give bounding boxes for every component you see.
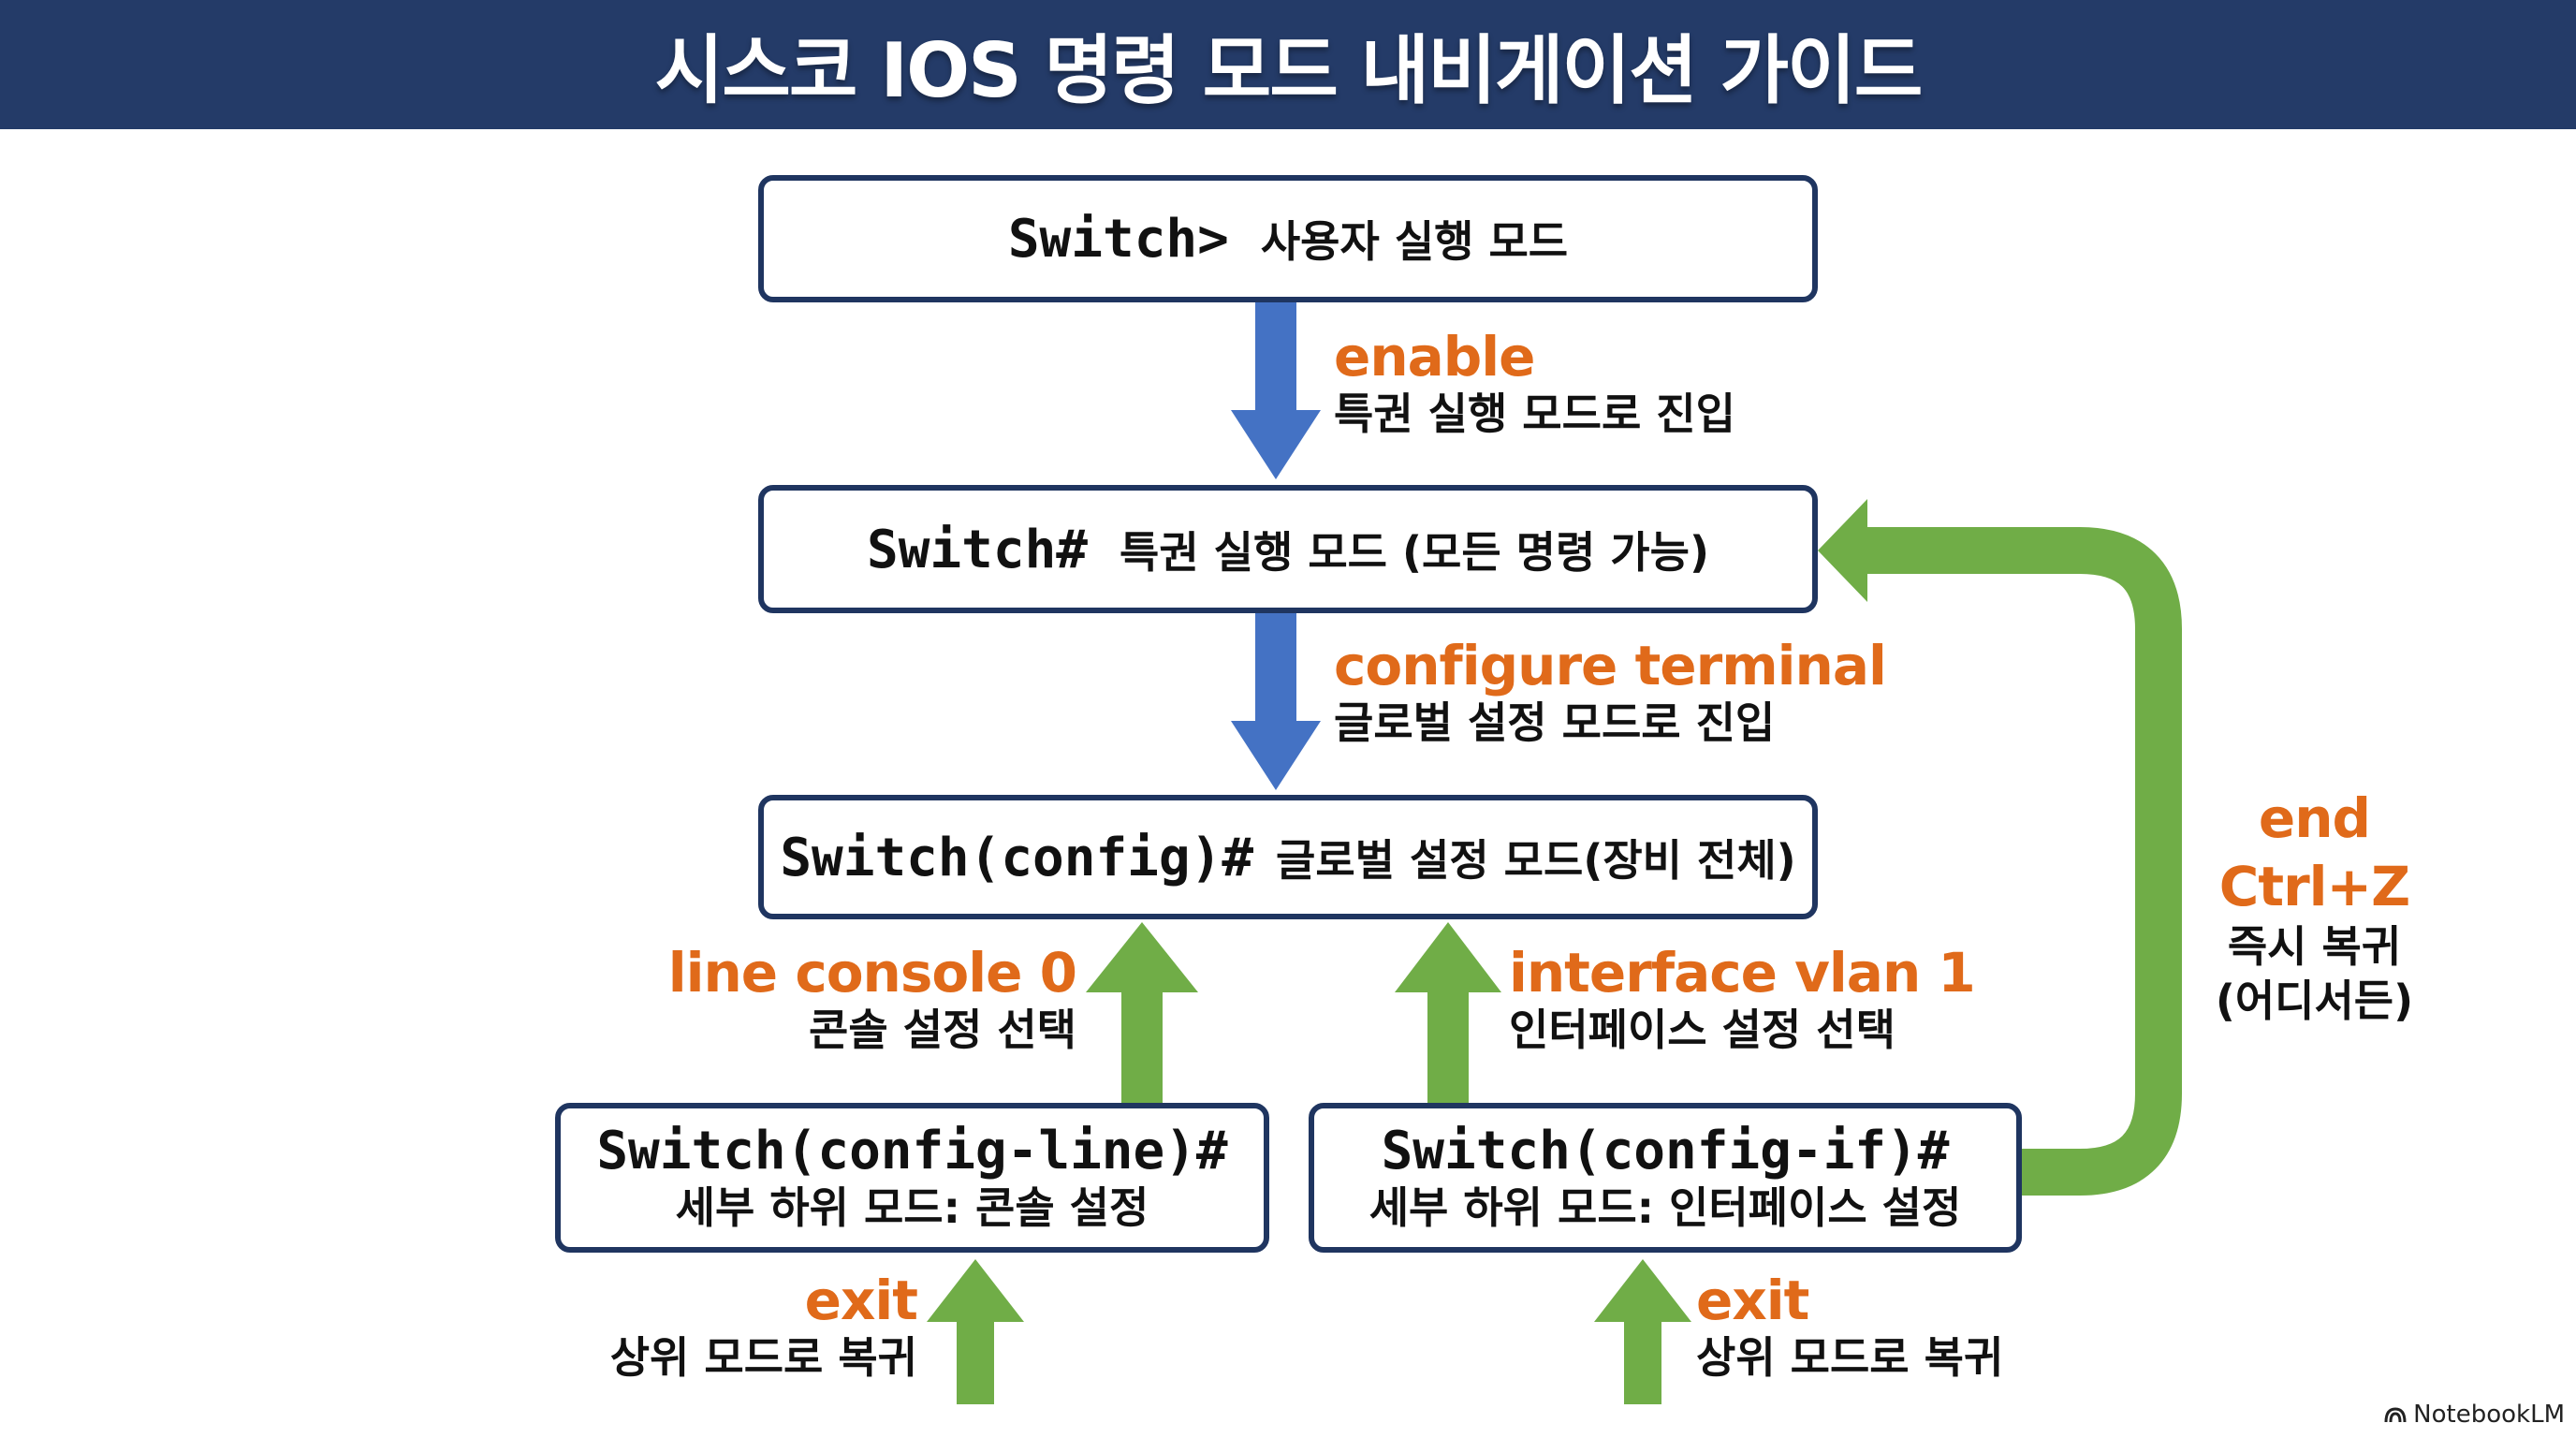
mode-label-config-line: 세부 하위 모드: 콘솔 설정 — [675, 1181, 1149, 1233]
branding: NotebookLM — [2383, 1401, 2565, 1429]
mode-box-global-config: Switch(config)# 글로벌 설정 모드(장비 전체) — [758, 795, 1818, 919]
mode-label-user-exec: 사용자 실행 모드 — [1260, 216, 1569, 267]
command-configure-terminal: configure terminal — [1334, 634, 1887, 697]
command-interface-vlan: interface vlan 1 — [1509, 941, 1976, 1005]
desc-enable: 특권 실행 모드로 진입 — [1334, 388, 1735, 439]
transition-interface-vlan: interface vlan 1 인터페이스 설정 선택 — [1509, 941, 1976, 1057]
mode-label-config-if: 세부 하위 모드: 인터페이스 설정 — [1368, 1181, 1962, 1233]
mode-label-priv-exec: 특권 실행 모드 (모든 명령 가능) — [1120, 526, 1709, 578]
command-line-console: line console 0 — [667, 941, 1077, 1005]
desc-interface-vlan: 인터페이스 설정 선택 — [1509, 1004, 1895, 1055]
arrow-loop-end — [1818, 499, 2182, 1196]
transition-exit-if: exit 상위 모드로 복귀 — [1696, 1269, 2004, 1385]
desc-end-1: 즉시 복귀 — [2227, 921, 2402, 972]
transition-enable: enable 특권 실행 모드로 진입 — [1334, 325, 1735, 441]
desc-configure-terminal: 글로벌 설정 모드로 진입 — [1334, 697, 1776, 748]
branding-label: NotebookLM — [2413, 1401, 2565, 1429]
arrow-down-configure-terminal — [1231, 613, 1321, 790]
prompt-user-exec: Switch> — [1007, 209, 1229, 270]
prompt-config-if: Switch(config-if)# — [1381, 1121, 1950, 1182]
transition-configure-terminal: configure terminal 글로벌 설정 모드로 진입 — [1334, 634, 1887, 750]
page-title: 시스코 IOS 명령 모드 내비게이션 가이드 — [654, 27, 1924, 114]
arrow-up-exit-line — [927, 1259, 1024, 1404]
command-exit-if: exit — [1696, 1269, 1809, 1332]
mode-box-config-line: Switch(config-line)# 세부 하위 모드: 콘솔 설정 — [555, 1103, 1269, 1253]
desc-line-console: 콘솔 설정 선택 — [809, 1004, 1076, 1055]
mode-label-global-config: 글로벌 설정 모드(장비 전체) — [1276, 834, 1796, 886]
arrow-down-enable — [1231, 302, 1321, 479]
transition-line-console: line console 0 콘솔 설정 선택 — [667, 941, 1077, 1057]
prompt-global-config: Switch(config)# — [780, 827, 1254, 888]
command-enable: enable — [1334, 325, 1536, 389]
arrow-up-line-console — [1086, 922, 1198, 1103]
mode-box-user-exec: Switch> 사용자 실행 모드 — [758, 175, 1818, 302]
desc-exit-if: 상위 모드로 복귀 — [1696, 1331, 2004, 1383]
desc-exit-line: 상위 모드로 복귀 — [609, 1331, 917, 1383]
mode-box-config-if: Switch(config-if)# 세부 하위 모드: 인터페이스 설정 — [1309, 1103, 2022, 1253]
command-exit-line: exit — [804, 1269, 918, 1332]
mode-box-priv-exec: Switch# 특권 실행 모드 (모든 명령 가능) — [758, 485, 1818, 613]
notebooklm-logo-icon — [2384, 1407, 2407, 1423]
command-end: end — [2258, 786, 2371, 850]
transition-end: end Ctrl+Z 즉시 복귀 (어디서든) — [2181, 785, 2448, 1028]
title-bar: 시스코 IOS 명령 모드 내비게이션 가이드 — [0, 0, 2576, 129]
prompt-config-line: Switch(config-line)# — [596, 1121, 1228, 1182]
desc-end-2: (어디서든) — [2215, 975, 2414, 1026]
command-ctrl-z: Ctrl+Z — [2218, 854, 2410, 918]
prompt-priv-exec: Switch# — [867, 519, 1089, 580]
arrow-up-interface-vlan — [1395, 922, 1501, 1103]
arrow-up-exit-if — [1594, 1259, 1691, 1404]
transition-exit-line: exit 상위 모드로 복귀 — [609, 1269, 918, 1385]
